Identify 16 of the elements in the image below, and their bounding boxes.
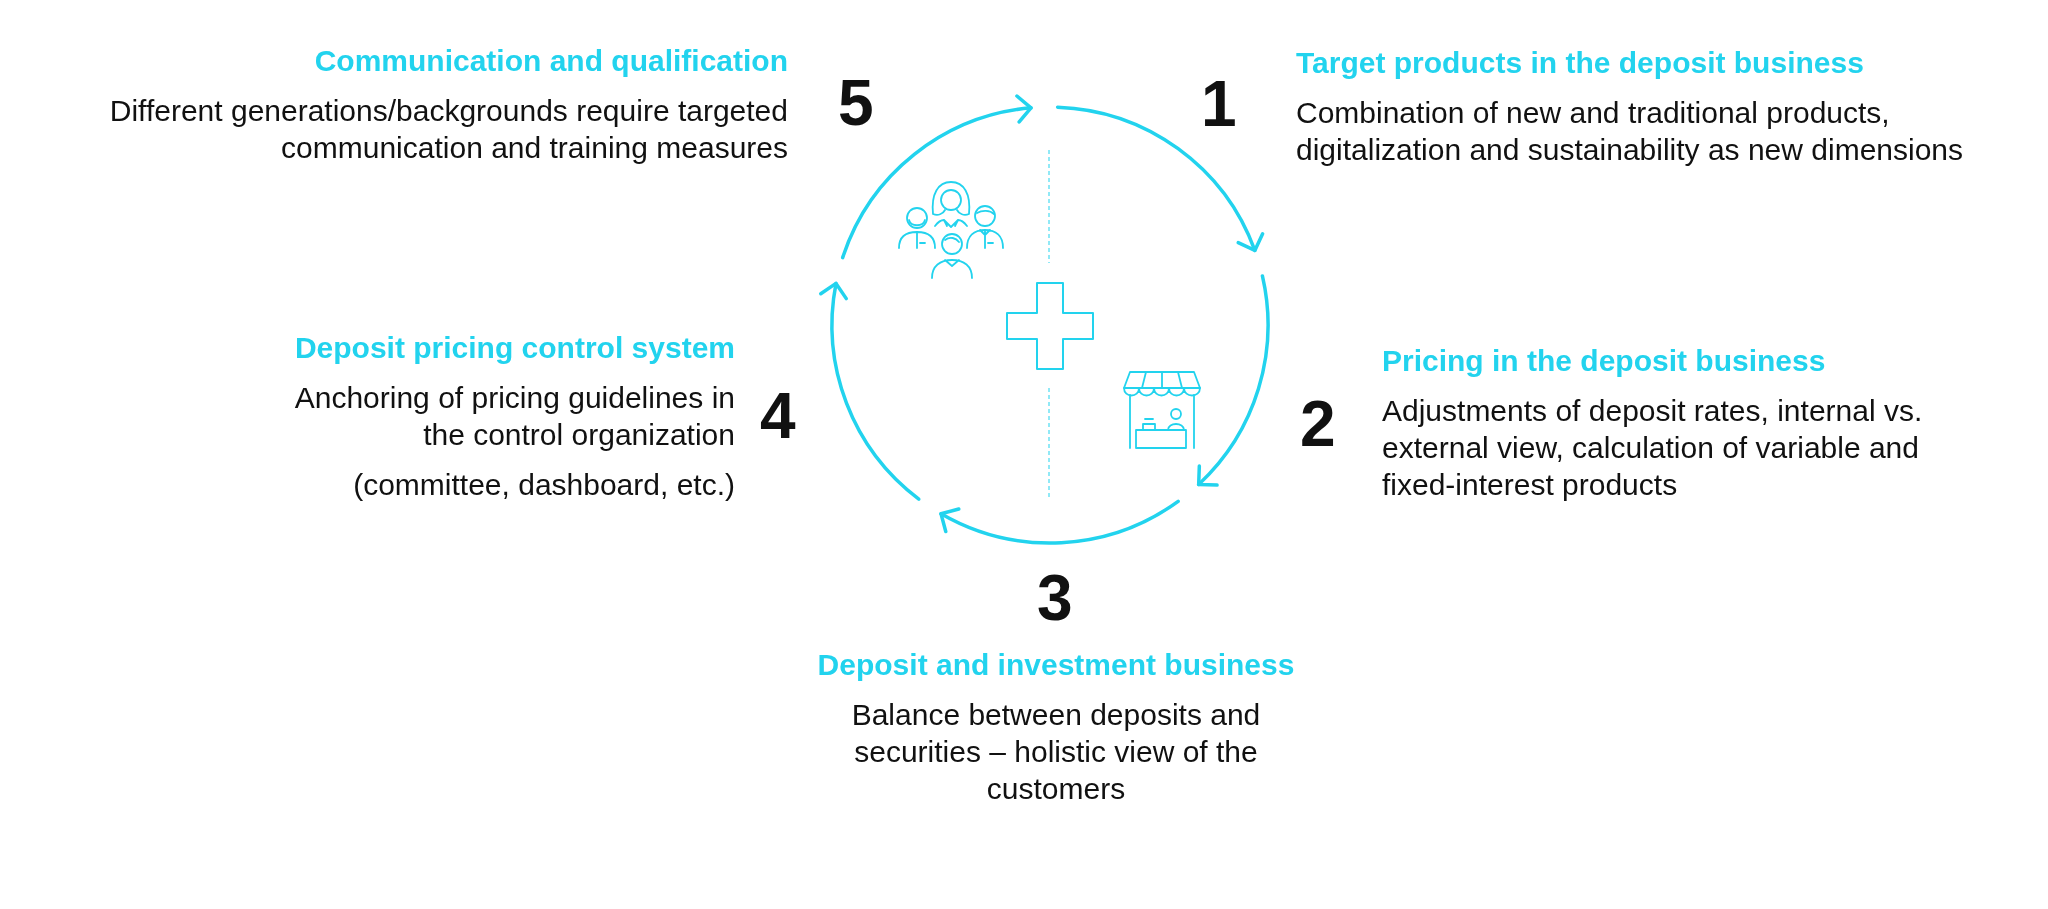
step-number: 2 xyxy=(1300,392,1336,456)
step-number: 1 xyxy=(1201,72,1237,136)
step-heading: Deposit pricing control system xyxy=(294,330,735,366)
step-number: 4 xyxy=(760,384,796,448)
step-number: 5 xyxy=(838,71,874,135)
step-description: Combination of new and traditional products, digitalization and sustainability as new dimensions xyxy=(1296,95,1965,168)
step-description: Anchoring of pricing guidelines in the control organization xyxy=(293,380,735,453)
step-heading: Target products in the deposit business xyxy=(1296,45,1864,81)
step-number: 3 xyxy=(1037,566,1073,630)
step-description: Different generations/backgrounds require targeted communication and training measures xyxy=(108,93,788,166)
step-heading: Communication and qualification xyxy=(314,43,788,79)
step-heading: Deposit and investment business xyxy=(817,647,1295,683)
step-description: (committee, dashboard, etc.) xyxy=(353,467,735,503)
step-heading: Pricing in the deposit business xyxy=(1382,343,1826,379)
step-description: Adjustments of deposit rates, internal vs. external view, calculation of variable and fixed-interest products xyxy=(1382,393,1924,503)
step-description: Balance between deposits and securities – holistic view of the customers xyxy=(850,697,1262,807)
